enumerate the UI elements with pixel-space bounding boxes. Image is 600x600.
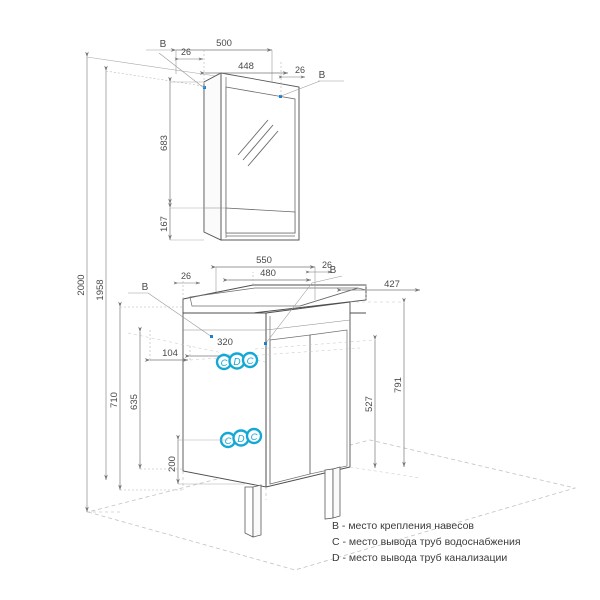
wall-height-dimensions: 2000 1958 — [76, 51, 217, 513]
marker-label-c-1: C — [221, 358, 228, 369]
dim-200: 200 — [167, 456, 178, 472]
marker-label-b-2: B — [319, 70, 326, 81]
marker-label-b-3: B — [142, 282, 149, 293]
dim-710: 710 — [109, 392, 120, 408]
marker-label-d-2: D — [237, 434, 244, 445]
dim-26-right-top: 26 — [295, 65, 305, 75]
dim-683: 683 — [159, 135, 170, 151]
dim-2000: 2000 — [76, 274, 87, 295]
marker-label-c-4: C — [251, 432, 258, 443]
dim-26-left-basin: 26 — [181, 271, 191, 281]
mirror-top-dimensions: 500 448 26 26 B B — [146, 38, 344, 98]
b-point-1 — [203, 86, 206, 89]
mirror-reflection-lines — [237, 119, 279, 167]
cabinet-side-panel — [203, 72, 222, 241]
mirror-cabinet — [203, 72, 300, 241]
dim-527: 527 — [364, 396, 375, 412]
vanity-legs — [244, 466, 341, 538]
marker-label-c-2: C — [247, 356, 254, 367]
marker-c-upper-right — [241, 351, 259, 369]
dim-448: 448 — [238, 61, 254, 72]
dim-480: 480 — [260, 268, 276, 279]
dim-1958: 1958 — [95, 279, 106, 300]
dim-167: 167 — [159, 216, 170, 232]
vanity-body-right — [265, 301, 351, 488]
b-point-2 — [279, 95, 282, 98]
leg-front-left — [244, 486, 254, 538]
washbasin-top-dimensions: 550 480 26 26 B B 427 — [128, 255, 421, 345]
pipe-markers-lower: C D C — [219, 427, 263, 449]
marker-label-c-3: C — [225, 436, 232, 447]
vanity-door-right-2 — [309, 329, 348, 475]
pipe-markers-upper: C D C — [215, 351, 259, 371]
vanity-left-dimensions: 635 710 200 — [109, 301, 245, 491]
dim-26-left-top: 26 — [181, 47, 191, 57]
dim-104: 104 — [162, 348, 178, 359]
cabinet-lower-shelf — [225, 207, 296, 234]
dim-550: 550 — [256, 255, 272, 266]
marker-label-b-1: B — [160, 39, 167, 50]
vanity-right-dimensions: 791 527 — [254, 297, 421, 479]
legend: B - место крепления навесов C - место вы… — [332, 518, 582, 566]
b-point-3 — [210, 335, 213, 338]
legend-row-d: D - место вывода труб канализации — [332, 552, 508, 564]
dim-635: 635 — [129, 394, 140, 410]
dim-791: 791 — [393, 377, 404, 393]
dim-320: 320 — [217, 337, 233, 348]
floor-projection-lines — [87, 471, 267, 513]
marker-label-d-1: D — [233, 357, 240, 368]
b-point-4 — [264, 342, 267, 345]
dim-500: 500 — [216, 38, 232, 49]
marker-c-lower-right — [245, 427, 263, 445]
legend-row-b: B - место крепления навесов — [332, 520, 475, 532]
dim-427: 427 — [384, 279, 400, 290]
marker-label-b-4: B — [330, 265, 337, 276]
dim-26-right-basin: 26 — [322, 260, 332, 270]
mirror-vertical-dimensions: 683 167 — [159, 76, 204, 241]
legend-row-c: C - место вывода труб водоснабжения — [332, 536, 521, 548]
leg-front-right — [324, 468, 334, 520]
vanity-cabinet — [182, 301, 351, 538]
